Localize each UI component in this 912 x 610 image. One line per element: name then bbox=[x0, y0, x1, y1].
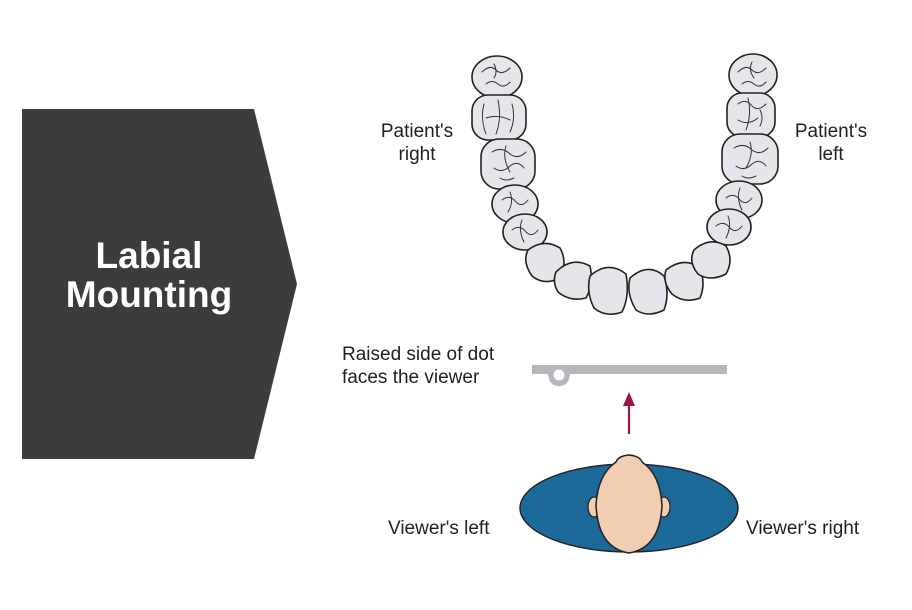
tooth-right-molar-2 bbox=[471, 94, 527, 141]
tooth-right-molar-3 bbox=[471, 55, 523, 99]
dot-center bbox=[553, 369, 565, 381]
tooth-right-molar-1 bbox=[480, 138, 536, 190]
label-raised-dot: Raised side of dot faces the viewer bbox=[342, 343, 494, 389]
label-raised-dot-line-1: Raised side of dot bbox=[342, 344, 495, 365]
tooth-left-molar-2 bbox=[726, 92, 776, 138]
title-line-1: Labial bbox=[95, 235, 203, 276]
label-patient-left-line-1: Patient's bbox=[794, 121, 868, 142]
label-patient-left-line-2: left bbox=[818, 144, 844, 165]
label-viewer-right: Viewer's right bbox=[746, 518, 860, 539]
tooth-left-molar-3 bbox=[728, 53, 778, 97]
page-title: Labial Mounting bbox=[22, 236, 276, 314]
label-patient-left: Patient's left bbox=[788, 120, 874, 166]
tooth-left-central-incisor bbox=[628, 268, 668, 315]
dental-arch bbox=[471, 53, 779, 316]
tooth-left-canine bbox=[690, 241, 731, 279]
label-viewer-left: Viewer's left bbox=[388, 518, 490, 539]
label-raised-dot-line-2: faces the viewer bbox=[342, 367, 480, 388]
film-with-dot bbox=[532, 365, 727, 386]
tooth-left-molar-1 bbox=[721, 133, 779, 185]
label-patient-right-line-1: Patient's bbox=[380, 121, 454, 142]
tooth-left-lateral-incisor bbox=[664, 261, 704, 302]
film-bar bbox=[532, 365, 727, 374]
label-patient-right: Patient's right bbox=[374, 120, 460, 166]
tooth-left-premolar-1 bbox=[706, 208, 752, 246]
title-line-2: Mounting bbox=[65, 274, 233, 315]
tooth-right-lateral-incisor bbox=[553, 261, 593, 300]
viewer-figure bbox=[519, 454, 739, 554]
viewer-head bbox=[595, 454, 663, 554]
tooth-right-premolar-1 bbox=[502, 213, 548, 251]
tooth-right-central-incisor bbox=[587, 266, 629, 316]
label-patient-right-line-2: right bbox=[398, 144, 436, 165]
banner-arrow-shape bbox=[22, 109, 297, 459]
viewing-arrow bbox=[623, 392, 635, 434]
